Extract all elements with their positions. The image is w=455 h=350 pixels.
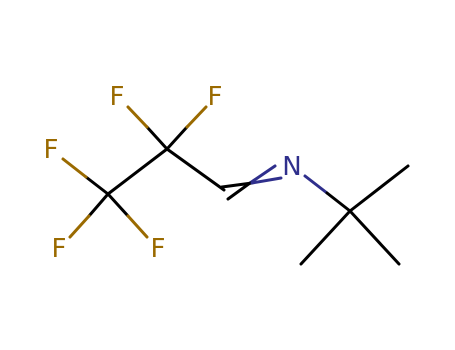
atom-fluorine-3: F xyxy=(44,135,59,165)
atom-fluorine-5: F xyxy=(151,234,166,264)
atom-fluorine-1: F xyxy=(110,82,125,112)
bond-c2-f-upper-right xyxy=(165,125,189,151)
bond-c2-f-upper-right-label xyxy=(185,105,208,129)
bond-n-ctbu xyxy=(325,191,352,213)
atom-fluorine-4: F xyxy=(52,234,67,264)
bond-c3-f-bottom-right-label xyxy=(126,214,149,239)
bond-ctbu-methyl-upper xyxy=(348,164,410,213)
atom-nitrogen: N xyxy=(282,152,301,182)
atom-labels: F F F F F N xyxy=(44,82,302,264)
bonds xyxy=(61,105,410,266)
bond-c2-f-upper-left-label xyxy=(126,105,149,129)
bond-c2-f-upper-left xyxy=(145,125,169,151)
atom-fluorine-2: F xyxy=(208,82,223,112)
bond-c1-n-double-b xyxy=(220,181,254,189)
bond-c1-n-double-a-label xyxy=(248,164,277,185)
bond-ctbu-methyl-lower-right xyxy=(348,209,401,266)
bond-c3-f-bottom-right xyxy=(106,192,130,218)
bond-c1-n-double-b-label xyxy=(250,176,283,185)
bond-c3-f-bottom-left-label xyxy=(68,214,91,239)
bond-c3-f-left-label xyxy=(61,157,88,179)
bond-c3-f-bottom-left xyxy=(87,192,110,218)
bond-c3-c2 xyxy=(106,147,169,196)
bond-c2-c1 xyxy=(165,147,226,192)
bond-n-ctbu-label xyxy=(303,174,329,195)
bond-ctbu-methyl-lower-left xyxy=(299,209,352,266)
bond-c3-f-left xyxy=(84,175,110,196)
bond-c1-n-double-a xyxy=(226,181,252,201)
